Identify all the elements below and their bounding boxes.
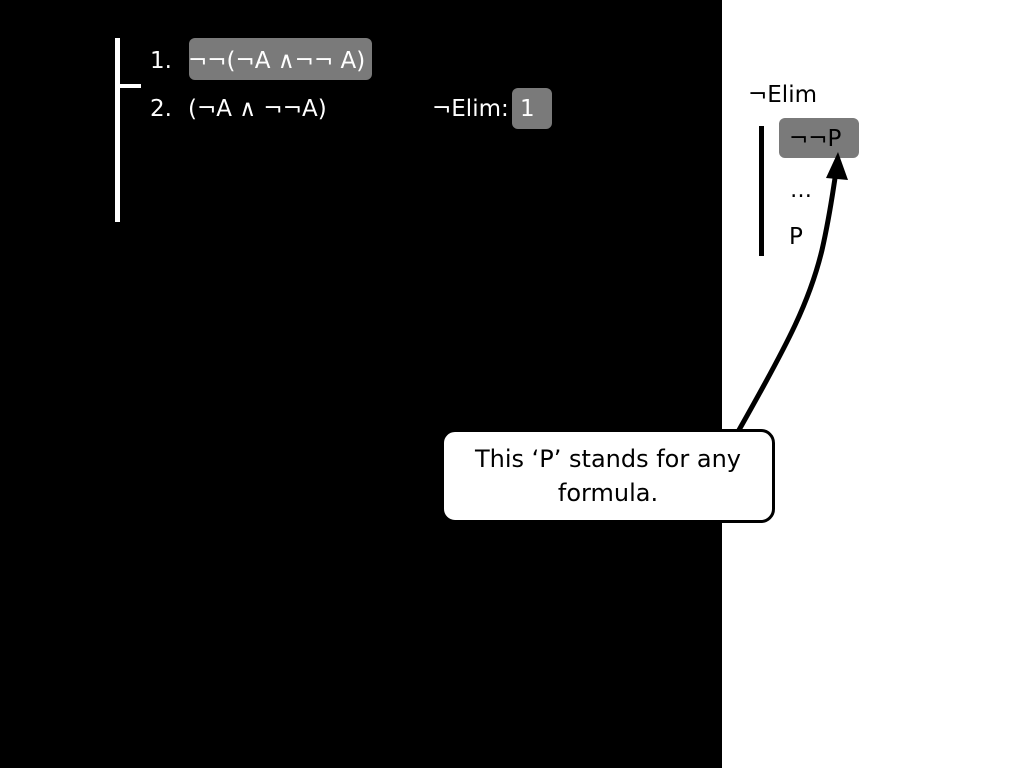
assumption-bar <box>115 84 141 88</box>
proof-line-1: 1. ¬¬(¬A ∧¬¬ A) <box>150 48 365 74</box>
justification-ref-highlight <box>512 88 552 129</box>
line-formula: ¬¬(¬A ∧¬¬ A) <box>188 48 366 74</box>
justification-rule: ¬Elim: <box>432 96 509 122</box>
rule-panel <box>722 0 1024 768</box>
justification-ref: 1 <box>520 96 535 122</box>
justification-ref-number: 1 <box>520 96 535 122</box>
line-2-justification: ¬Elim: <box>432 96 509 122</box>
line-formula: (¬A ∧ ¬¬A) <box>188 96 327 122</box>
line-1-formula-highlight <box>189 38 372 80</box>
callout-bubble: This ‘P’ stands for any formula. <box>441 429 775 523</box>
callout-text: This ‘P’ stands for any formula. <box>475 445 741 507</box>
proof-line-2: 2. (¬A ∧ ¬¬A) <box>150 96 327 122</box>
rule-ellipsis: … <box>790 178 813 203</box>
proof-scope-line <box>115 38 120 222</box>
rule-scope-line <box>759 126 764 256</box>
proof-panel <box>0 0 722 768</box>
rule-name: ¬Elim <box>748 82 817 108</box>
rule-premise: ¬¬P <box>789 126 842 152</box>
line-number: 2. <box>150 96 172 122</box>
rule-premise-highlight <box>779 118 859 158</box>
line-number: 1. <box>150 48 172 74</box>
rule-conclusion: P <box>789 224 803 250</box>
